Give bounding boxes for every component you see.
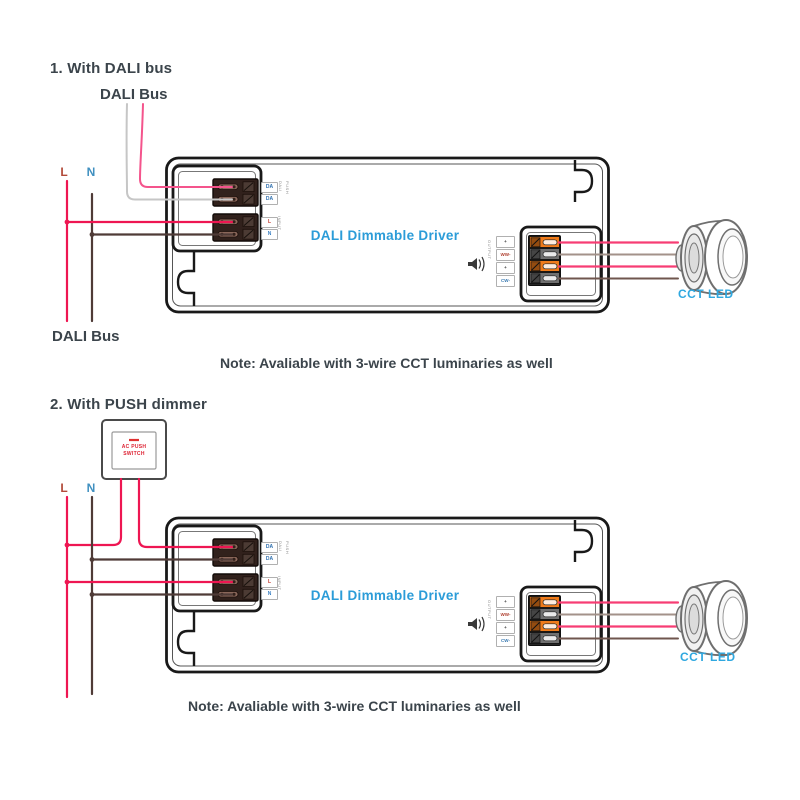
terminal-side-label-push: PUSH xyxy=(285,541,290,555)
junction-dot xyxy=(64,219,70,225)
cct-led-fixture-1 xyxy=(675,219,748,296)
driver-1-name: DALI Dimmable Driver xyxy=(310,228,460,243)
section-1-heading: 1. With DALI bus xyxy=(50,60,173,77)
push-switch xyxy=(101,419,167,480)
output-label-3: + xyxy=(496,262,515,274)
dali-bus-label-top: DALI Bus xyxy=(100,86,168,103)
driver-2-name: DALI Dimmable Driver xyxy=(310,588,460,603)
cct-led-fixture-2 xyxy=(675,580,748,657)
neutral-label: N xyxy=(86,165,96,179)
output-label-2: WW- xyxy=(496,249,515,261)
terminal-label-da1: DA xyxy=(261,182,278,193)
junction-dot xyxy=(89,232,95,237)
live-label: L xyxy=(60,165,68,179)
switch-label-line1: AC PUSH xyxy=(121,444,147,450)
neutral-label: N xyxy=(86,481,96,495)
live-label: L xyxy=(60,481,68,495)
terminal-label-da1: DA xyxy=(261,542,278,553)
dali-bus-label-bottom: DALI Bus xyxy=(52,328,120,345)
terminal-side-label-dali: DALI xyxy=(278,181,283,192)
junction-dot xyxy=(64,579,70,585)
output-label-4: CW- xyxy=(496,635,515,647)
output-label-1: + xyxy=(496,236,515,248)
diagram-2-wires xyxy=(64,477,680,699)
terminal-side-label-input: INPUT xyxy=(277,576,282,591)
section-2-heading: 2. With PUSH dimmer xyxy=(50,396,208,413)
terminal-side-label-output: OUTPUT xyxy=(487,240,492,260)
dali-bus-wire-grey xyxy=(125,103,233,201)
terminal-side-label-output: OUTPUT xyxy=(487,600,492,620)
switch-wire-to-da xyxy=(137,477,234,549)
dali-bus-wire-pink xyxy=(138,103,233,188)
switch-label-line2: SWITCH xyxy=(123,451,145,457)
terminal-label-l: L xyxy=(261,577,278,588)
output-label-2: WW- xyxy=(496,609,515,621)
diagram-2 xyxy=(64,419,748,699)
diagram-1 xyxy=(64,103,748,323)
terminal-label-da2: DA xyxy=(261,554,278,565)
output-label-1: + xyxy=(496,596,515,608)
junction-dot xyxy=(89,557,95,562)
switch-wire-to-live xyxy=(65,477,123,547)
cct-led-label-1: CCT LED xyxy=(678,287,734,301)
note-2: Note: Avaliable with 3-wire CCT luminari… xyxy=(188,698,521,714)
diagram-1-wires xyxy=(64,103,680,323)
terminal-label-l: L xyxy=(261,217,278,228)
output-label-3: + xyxy=(496,622,515,634)
junction-dot xyxy=(89,592,95,597)
terminal-side-label-dali: DALI xyxy=(278,541,283,552)
terminal-label-n: N xyxy=(261,229,278,240)
junction-dot xyxy=(64,542,70,548)
terminal-label-da2: DA xyxy=(261,194,278,205)
output-label-4: CW- xyxy=(496,275,515,287)
note-1: Note: Avaliable with 3-wire CCT luminari… xyxy=(220,355,553,371)
cct-led-label-2: CCT LED xyxy=(680,650,736,664)
terminal-side-label-push: PUSH xyxy=(285,181,290,195)
terminal-label-n: N xyxy=(261,589,278,600)
terminal-side-label-input: INPUT xyxy=(277,216,282,231)
